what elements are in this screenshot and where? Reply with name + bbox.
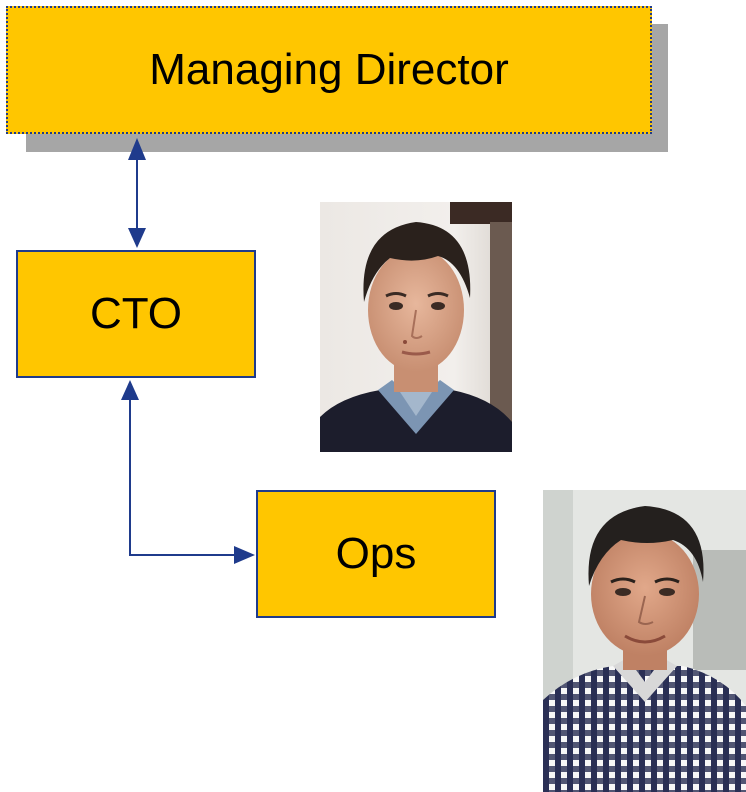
person-portrait-icon [543, 490, 746, 792]
cto-box: CTO [16, 250, 256, 378]
ops-box: Ops [256, 490, 496, 618]
connector-cto-ops [121, 380, 255, 564]
arrowhead-up-icon [128, 138, 146, 160]
managing-director-box: Managing Director [6, 6, 652, 134]
arrowhead-up-icon [121, 380, 139, 400]
arrowhead-down-icon [128, 228, 146, 248]
ops-label: Ops [335, 529, 417, 578]
person-portrait-icon [320, 202, 512, 452]
portrait-photo-1 [320, 202, 512, 452]
arrowhead-right-icon [234, 546, 255, 564]
cto-label: CTO [89, 289, 183, 338]
connector-md-cto [128, 138, 146, 248]
portrait-photo-2 [543, 490, 746, 792]
managing-director-label: Managing Director [149, 45, 509, 94]
